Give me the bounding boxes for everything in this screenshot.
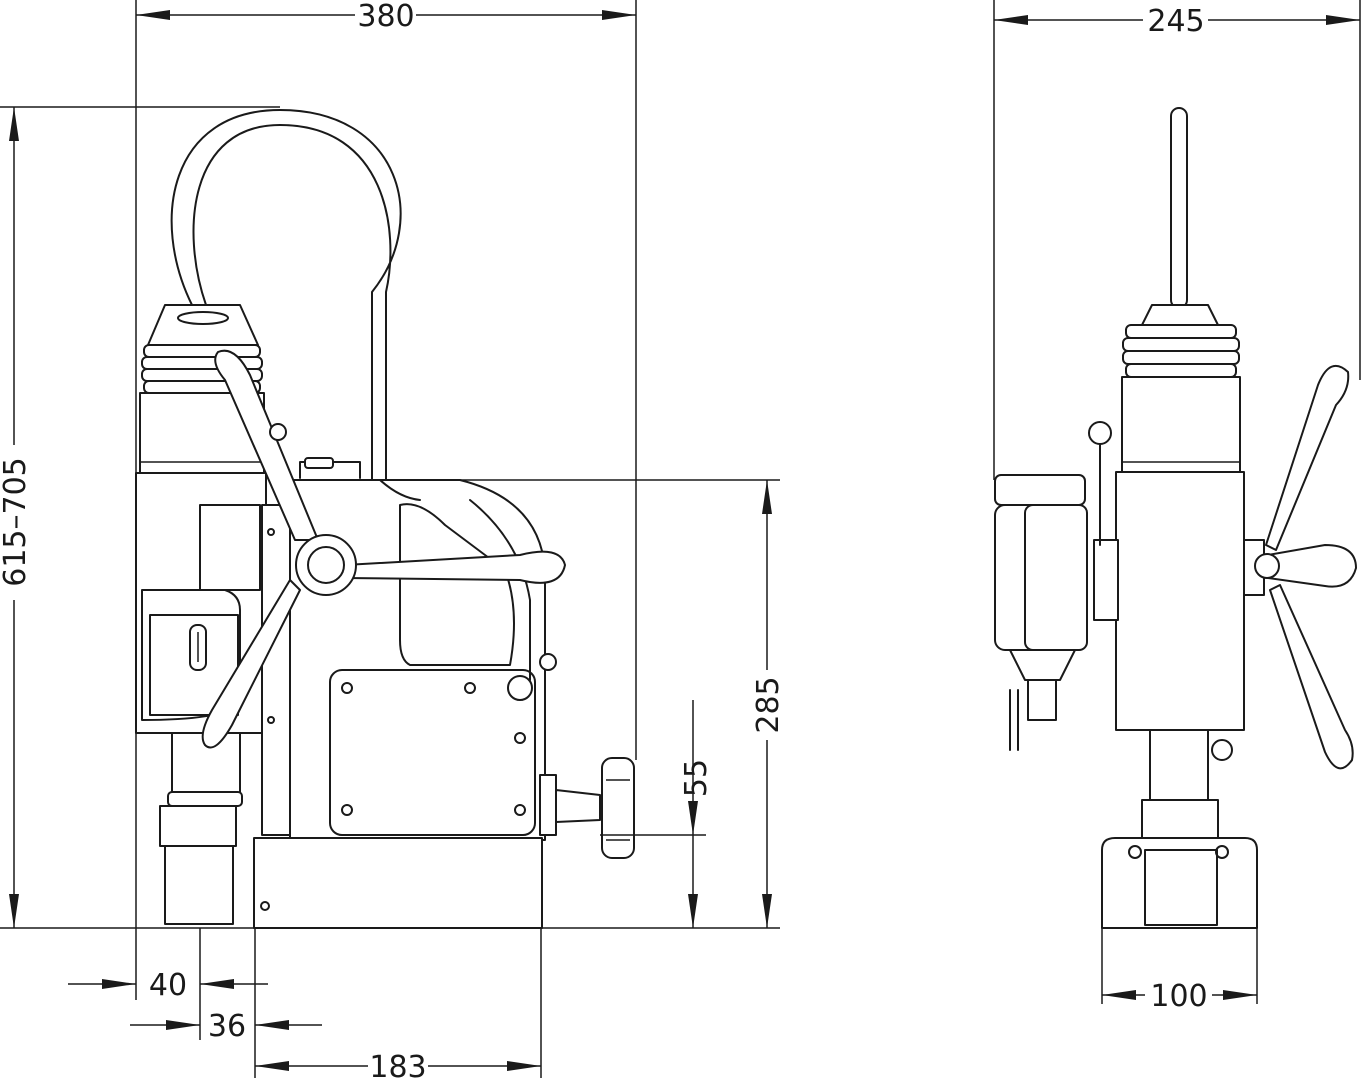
dim-100-label: 100 — [1150, 979, 1207, 1014]
lock-handle — [555, 789, 601, 823]
dim-380-label: 380 — [357, 0, 414, 34]
cutter — [164, 845, 234, 925]
dim-285-label: 285 — [751, 676, 786, 733]
carry-handle — [170, 109, 402, 481]
front-carry-handle — [1170, 107, 1188, 309]
front-view-drill — [994, 107, 1357, 929]
front-body — [1115, 471, 1245, 731]
arbor — [159, 805, 237, 847]
front-motor-housing — [1121, 376, 1241, 473]
feed-handle-spider — [201, 349, 566, 749]
front-feed-arms — [1243, 364, 1357, 770]
front-cooling-fins — [1122, 324, 1240, 378]
dim-245-label: 245 — [1147, 4, 1204, 39]
front-side-motor — [994, 474, 1086, 506]
dim-615-705-label: 615–705 — [0, 457, 33, 587]
control-panel — [329, 669, 536, 836]
dim-36-label: 36 — [208, 1009, 246, 1044]
dim-55-label: 55 — [679, 759, 714, 797]
guide-slide — [261, 504, 291, 836]
magnet-base — [253, 837, 543, 929]
side-view-drill — [135, 109, 635, 929]
dim-183-label: 183 — [369, 1050, 426, 1080]
dim-40-label: 40 — [149, 968, 187, 1003]
adjust-knob — [507, 675, 533, 701]
